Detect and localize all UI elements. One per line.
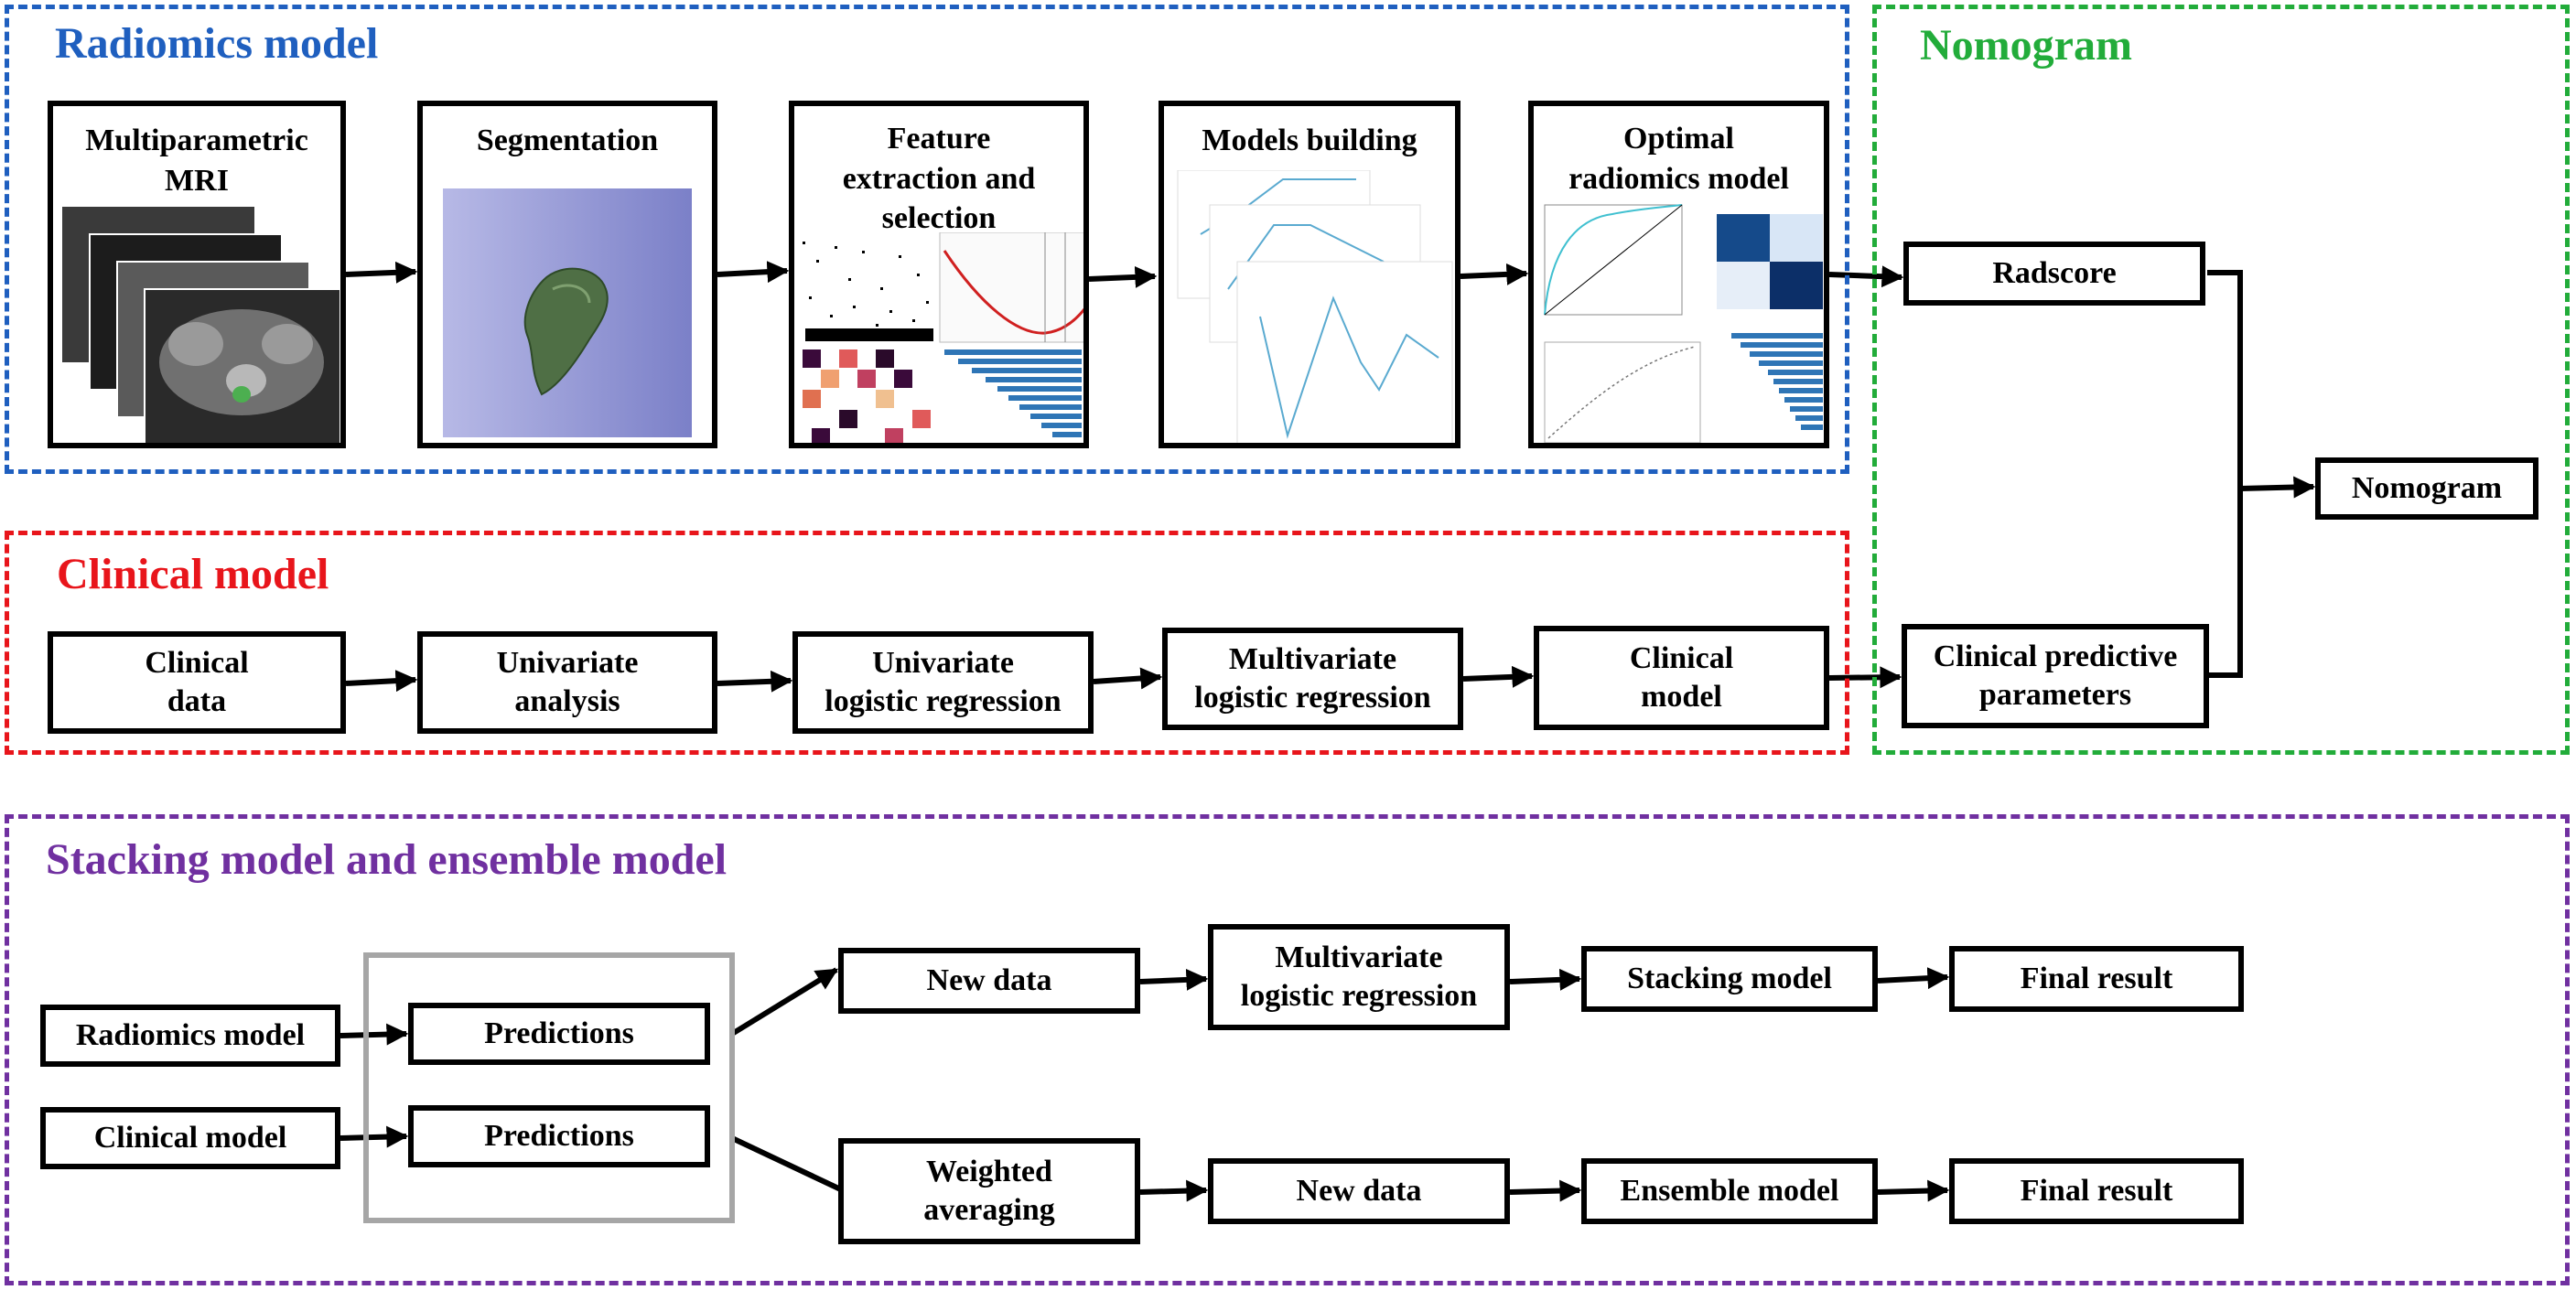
mri-panel-title: Multiparametric MRI xyxy=(85,124,308,198)
mri-slices-image xyxy=(62,207,340,443)
feature-extraction-panel-title: Feature extraction and selection xyxy=(842,122,1036,236)
weighted-averaging-box: Weighted averaging xyxy=(838,1138,1140,1244)
clinical-model-input-box: Clinical model xyxy=(40,1107,340,1169)
clinical-params-box: Clinical predictive parameters xyxy=(1902,624,2209,728)
optimal-model-panel: Optimal radiomics model xyxy=(1528,101,1829,448)
stacking-section-title: Stacking model and ensemble model xyxy=(46,835,728,884)
predictions-group-frame xyxy=(363,952,735,1223)
models-building-panel: Models building xyxy=(1159,101,1460,448)
predictions-box-2: Predictions xyxy=(408,1105,710,1167)
nomogram-section-frame xyxy=(1872,5,2570,755)
nomogram-box: Nomogram xyxy=(2315,457,2538,520)
model-accuracy-plots xyxy=(1177,170,1453,443)
radscore-box: Radscore xyxy=(1903,242,2205,306)
predictions-box-1: Predictions xyxy=(408,1003,710,1065)
nomogram-section-title: Nomogram xyxy=(1920,21,2132,70)
multivariate-lr-box: Multivariate logistic regression xyxy=(1162,628,1463,730)
segmentation-panel-title: Segmentation xyxy=(476,124,659,157)
optimal-model-panel-title: Optimal radiomics model xyxy=(1568,122,1789,196)
models-building-panel-title: Models building xyxy=(1202,124,1417,157)
multivariate-lr-stacking-box: Multivariate logistic regression xyxy=(1208,924,1510,1030)
clinical-data-box: Clinical data xyxy=(48,631,346,734)
feature-extraction-panel: Feature extraction and selection xyxy=(789,101,1089,448)
clinical-section-frame xyxy=(5,531,1849,755)
mri-panel: Multiparametric MRI xyxy=(48,101,346,448)
final-result-top-box: Final result xyxy=(1949,946,2244,1012)
radiomics-section-title: Radiomics model xyxy=(55,19,379,68)
final-result-bottom-box: Final result xyxy=(1949,1158,2244,1224)
new-data-top-box: New data xyxy=(838,948,1140,1014)
radiomics-section-frame xyxy=(5,5,1849,474)
univariate-analysis-box: Univariate analysis xyxy=(417,631,717,734)
clinical-model-box: Clinical model xyxy=(1534,626,1829,730)
stacking-section-frame xyxy=(5,814,2570,1285)
feature-selection-plots xyxy=(798,232,1083,443)
ensemble-model-box: Ensemble model xyxy=(1581,1158,1878,1224)
segmentation-3d-render xyxy=(443,188,692,437)
stacking-model-box: Stacking model xyxy=(1581,946,1878,1012)
univariate-lr-box: Univariate logistic regression xyxy=(792,631,1094,734)
new-data-bottom-box: New data xyxy=(1208,1158,1510,1224)
connector-arrows xyxy=(340,261,2316,1203)
clinical-section-title: Clinical model xyxy=(57,550,329,598)
segmentation-panel: Segmentation xyxy=(417,101,717,448)
optimal-model-plots xyxy=(1544,204,1823,443)
radiomics-model-input-box: Radiomics model xyxy=(40,1005,340,1067)
